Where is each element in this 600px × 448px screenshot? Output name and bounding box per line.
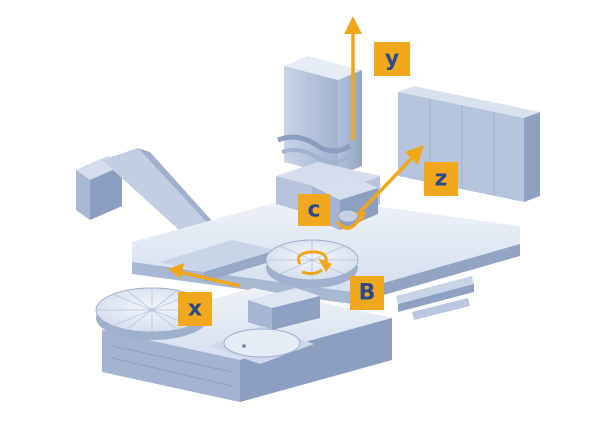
motion-arrows (168, 16, 424, 288)
z-axis-arrow (358, 145, 424, 214)
y-axis-arrow (344, 16, 362, 140)
x-rails (160, 240, 276, 282)
b-rotary-table (265, 239, 359, 288)
axis-label-y: y (374, 42, 410, 76)
chip-conveyor (76, 148, 222, 246)
axis-label-b-text: B (359, 281, 376, 306)
axis-label-y-text: y (385, 47, 399, 72)
x-axis-arrow (168, 263, 241, 288)
axis-label-x-text: x (188, 297, 202, 322)
b-rotation-arrow (296, 250, 332, 276)
axis-label-z: z (424, 162, 458, 196)
axis-label-x: x (178, 292, 212, 326)
c-rotation-arrow (336, 212, 366, 230)
axis-label-b: B (350, 276, 384, 310)
axis-label-c: c (298, 194, 330, 226)
axis-label-c-text: c (307, 198, 320, 223)
axis-label-z-text: z (435, 167, 448, 192)
control-cabinet (398, 86, 540, 202)
